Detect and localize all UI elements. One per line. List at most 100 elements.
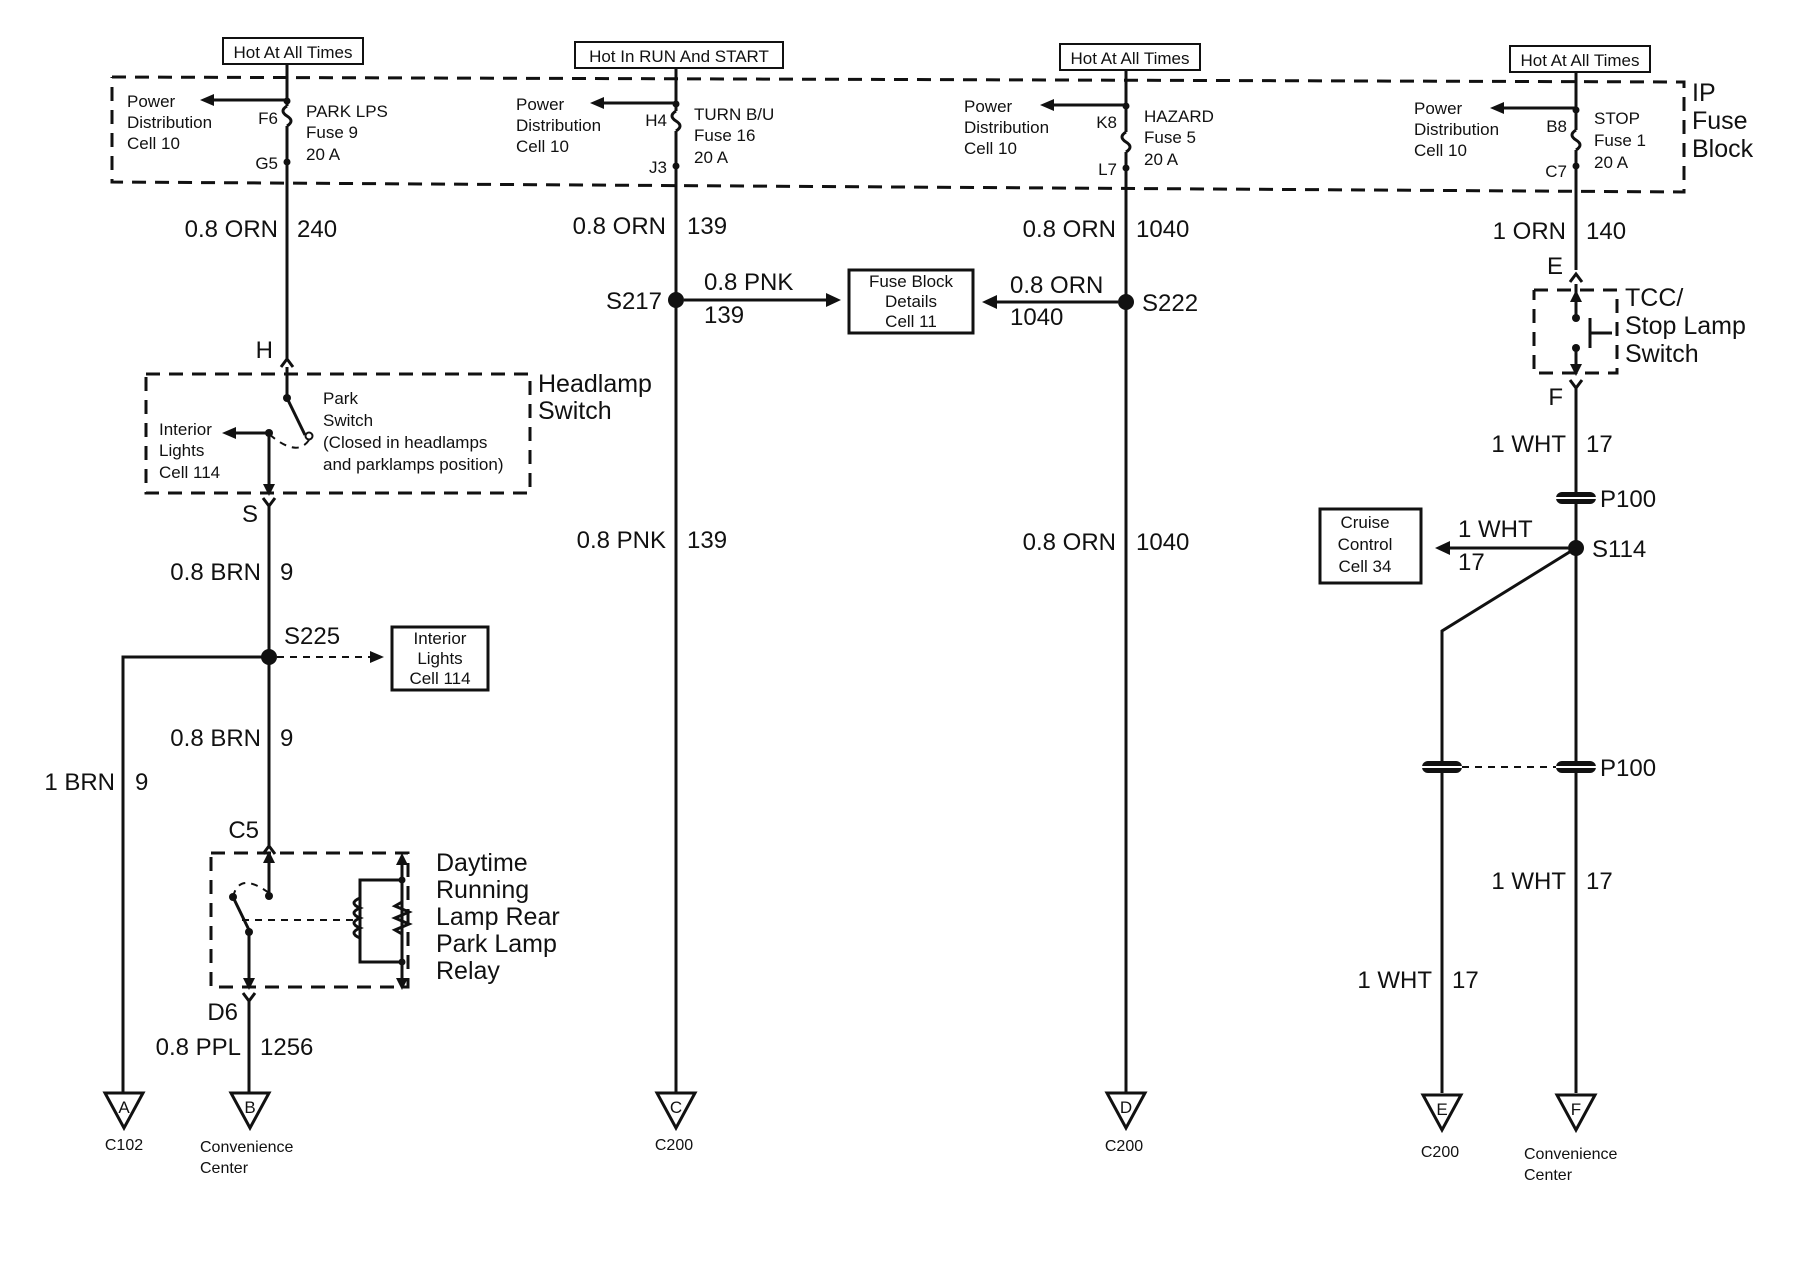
splice-s114: S114 1 WHT 17 xyxy=(1435,516,1646,1093)
splice-s222: S222 0.8 ORN 1040 xyxy=(982,272,1198,331)
svg-text:Power: Power xyxy=(516,95,565,114)
svg-text:S114: S114 xyxy=(1592,536,1646,563)
svg-text:Hot At All Times: Hot At All Times xyxy=(1520,51,1639,70)
svg-text:0.8 ORN: 0.8 ORN xyxy=(1010,272,1103,299)
svg-text:HAZARD: HAZARD xyxy=(1144,107,1214,126)
headlamp-switch: Interior Lights Cell 114 Park Switch (Cl… xyxy=(144,367,652,496)
svg-text:C200: C200 xyxy=(1105,1138,1143,1155)
svg-text:Distribution: Distribution xyxy=(516,116,601,135)
svg-text:20 A: 20 A xyxy=(1594,153,1629,172)
pin-h: H xyxy=(256,337,273,364)
splice-s217: S217 0.8 PNK 139 xyxy=(606,269,841,329)
svg-text:Cell 10: Cell 10 xyxy=(127,134,180,153)
svg-text:Cell 10: Cell 10 xyxy=(516,137,569,156)
svg-text:P100: P100 xyxy=(1600,755,1656,782)
svg-text:L7: L7 xyxy=(1098,160,1117,179)
svg-text:C200: C200 xyxy=(1421,1144,1459,1161)
svg-text:Interior: Interior xyxy=(159,420,212,439)
power-label-4: Hot At All Times xyxy=(1509,45,1651,73)
svg-text:0.8 PNK: 0.8 PNK xyxy=(704,269,793,296)
fuse-park-lps: Power Distribution Cell 10 F6 G5 PARK LP… xyxy=(127,64,388,359)
svg-text:17: 17 xyxy=(1458,549,1485,576)
svg-text:Cell 34: Cell 34 xyxy=(1339,557,1392,576)
wire-size-1brn: 1 BRN xyxy=(44,769,115,796)
svg-text:Fuse 5: Fuse 5 xyxy=(1144,128,1196,147)
svg-text:Center: Center xyxy=(1524,1167,1573,1184)
svg-text:Power: Power xyxy=(964,97,1013,116)
svg-text:Park: Park xyxy=(323,389,358,408)
svg-text:Switch: Switch xyxy=(1625,340,1699,368)
svg-text:1 WHT: 1 WHT xyxy=(1458,516,1533,543)
svg-text:Control: Control xyxy=(1338,535,1393,554)
svg-text:Fuse Block: Fuse Block xyxy=(869,272,954,291)
passthrough-p100-lower: P100 xyxy=(1422,755,1656,782)
svg-text:Distribution: Distribution xyxy=(127,113,212,132)
svg-text:P100: P100 xyxy=(1600,486,1656,513)
svg-text:Cell 10: Cell 10 xyxy=(964,139,1017,158)
svg-text:Distribution: Distribution xyxy=(964,118,1049,137)
svg-text:Fuse: Fuse xyxy=(1692,107,1748,135)
wire-circuit-139b: 139 xyxy=(687,527,727,554)
svg-text:H4: H4 xyxy=(645,111,667,130)
svg-text:Cell 114: Cell 114 xyxy=(409,669,470,688)
wire-circuit-9b: 9 xyxy=(280,725,293,752)
wire-size-17c: 1 WHT xyxy=(1357,967,1432,994)
svg-text:IP: IP xyxy=(1692,79,1716,107)
wire-circuit-140: 140 xyxy=(1586,218,1626,245)
tcc-stop-lamp-switch: TCC/ Stop Lamp Switch xyxy=(1532,284,1746,376)
svg-text:1040: 1040 xyxy=(1010,304,1063,331)
connector-d: D C200 xyxy=(1104,1091,1148,1155)
svg-text:G5: G5 xyxy=(255,154,278,173)
svg-text:PARK LPS: PARK LPS xyxy=(306,102,388,121)
pin-f: F xyxy=(1548,384,1563,411)
svg-text:Cell 114: Cell 114 xyxy=(159,463,220,482)
svg-text:Switch: Switch xyxy=(323,411,373,430)
wire-size-17b: 1 WHT xyxy=(1491,868,1566,895)
svg-text:Hot In RUN And START: Hot In RUN And START xyxy=(589,47,769,66)
svg-text:Lights: Lights xyxy=(417,649,462,668)
wire-circuit-1256: 1256 xyxy=(260,1034,313,1061)
svg-text:Cruise: Cruise xyxy=(1340,513,1389,532)
wire-size-1040b: 0.8 ORN xyxy=(1023,529,1116,556)
svg-text:C7: C7 xyxy=(1545,162,1567,181)
connector-e: E C200 xyxy=(1420,1093,1464,1161)
pin-e: E xyxy=(1547,253,1563,280)
svg-text:(Closed in headlamps: (Closed in headlamps xyxy=(323,433,487,452)
svg-text:Stop Lamp: Stop Lamp xyxy=(1625,312,1746,340)
svg-text:Convenience: Convenience xyxy=(200,1139,294,1156)
svg-text:B8: B8 xyxy=(1546,117,1567,136)
wire-circuit-17a: 17 xyxy=(1586,431,1613,458)
pin-d6: D6 xyxy=(207,999,238,1026)
wire-circuit-17c: 17 xyxy=(1452,967,1479,994)
power-label-2: Hot In RUN And START xyxy=(574,41,784,69)
wire-circuit-1040b: 1040 xyxy=(1136,529,1189,556)
svg-text:Center: Center xyxy=(200,1160,249,1177)
wire-size-240: 0.8 ORN xyxy=(185,216,278,243)
cruise-control-box: Cruise Control Cell 34 xyxy=(1318,507,1423,585)
svg-text:Convenience: Convenience xyxy=(1524,1146,1618,1163)
svg-text:Lamp Rear: Lamp Rear xyxy=(436,903,560,931)
wire-size-17a: 1 WHT xyxy=(1491,431,1566,458)
svg-text:Hot At All Times: Hot At All Times xyxy=(1070,49,1189,68)
svg-text:F: F xyxy=(1571,1100,1581,1119)
svg-text:B: B xyxy=(244,1098,255,1117)
svg-text:TURN B/U: TURN B/U xyxy=(694,105,774,124)
power-label-1: Hot At All Times xyxy=(222,37,364,65)
svg-text:Cell 10: Cell 10 xyxy=(1414,141,1467,160)
wire-size-9a: 0.8 BRN xyxy=(170,559,261,586)
connector-f: F Convenience Center xyxy=(1524,1093,1618,1184)
passthrough-p100-upper: P100 xyxy=(1556,486,1656,513)
svg-text:Details: Details xyxy=(885,292,937,311)
svg-text:E: E xyxy=(1436,1100,1447,1119)
svg-text:Switch: Switch xyxy=(538,397,612,425)
connector-a: A C102 xyxy=(102,1091,146,1154)
fuse-block-details-box: Fuse Block Details Cell 11 xyxy=(847,268,975,335)
svg-text:Relay: Relay xyxy=(436,957,500,985)
svg-text:Power: Power xyxy=(127,92,176,111)
svg-text:F6: F6 xyxy=(258,109,278,128)
svg-text:Hot At All Times: Hot At All Times xyxy=(233,43,352,62)
svg-text:20 A: 20 A xyxy=(1144,150,1179,169)
wire-size-140: 1 ORN xyxy=(1493,218,1566,245)
svg-text:TCC/: TCC/ xyxy=(1625,284,1683,312)
